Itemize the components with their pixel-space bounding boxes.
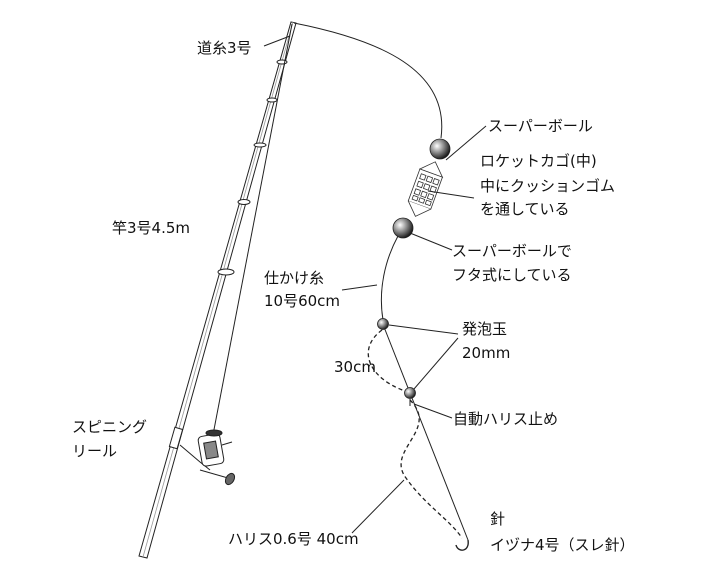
basket-label-3: を通している — [480, 200, 570, 218]
main-line-label: 道糸3号 — [197, 39, 252, 57]
reel-label-1: スピニング — [72, 418, 147, 436]
foam-float-lower — [404, 387, 416, 399]
callout-lines — [263, 35, 487, 534]
foam-float-upper — [377, 318, 389, 330]
main-line — [293, 22, 443, 139]
slack-line-lower — [400, 399, 463, 539]
lid-ball-label-2: フタ式にしている — [452, 266, 572, 284]
super-ball-label: スーパーボール — [488, 117, 593, 135]
rod-guides — [217, 59, 288, 276]
rod-label: 竿3号4.5m — [112, 219, 190, 237]
spinning-reel-icon — [168, 426, 236, 486]
reel-label-2: リール — [72, 442, 117, 460]
slack-line-upper — [367, 329, 409, 393]
super-ball-upper — [429, 138, 451, 160]
leader-line — [383, 326, 469, 541]
gap-label: 30cm — [334, 358, 376, 376]
hook-label-2: イヅナ4号（スレ針） — [490, 536, 635, 554]
super-ball-lower — [392, 217, 414, 239]
leader-label: ハリス0.6号 40cm — [228, 530, 359, 548]
hook-icon — [455, 539, 469, 551]
rocket-basket-icon — [407, 161, 444, 217]
stopper-label: 自動ハリス止め — [453, 410, 558, 428]
hook-label-1: 針 — [490, 510, 505, 528]
rig-line — [380, 235, 399, 321]
float-label-1: 発泡玉 — [462, 320, 507, 338]
basket-label-1: ロケットカゴ(中) — [480, 152, 597, 170]
float-label-2: 20mm — [462, 344, 510, 362]
lid-ball-label-1: スーパーボールで — [452, 242, 572, 260]
rig-line-label-2: 10号60cm — [264, 292, 340, 310]
rig-line-label-1: 仕かけ糸 — [264, 269, 324, 287]
basket-label-2: 中にクッションゴム — [480, 177, 615, 195]
rod — [138, 21, 297, 559]
